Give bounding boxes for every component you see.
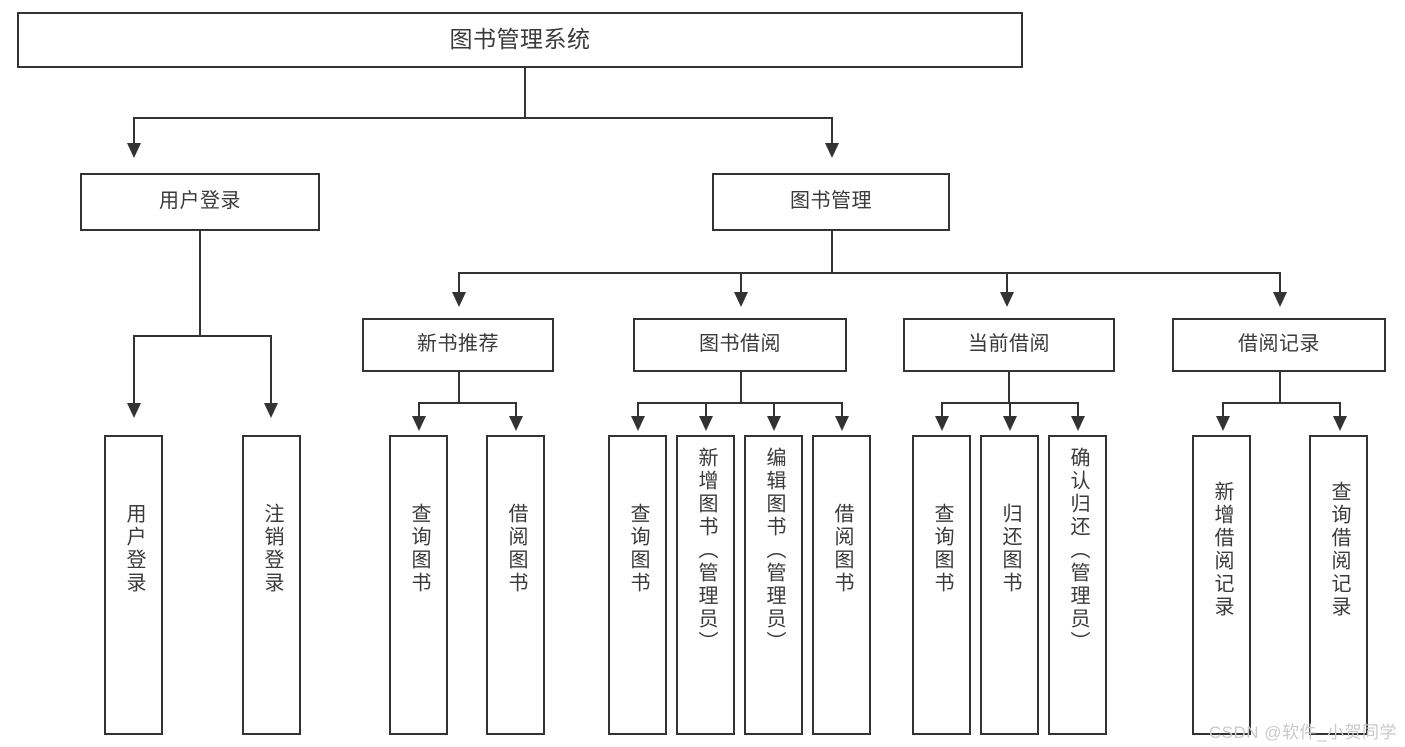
connector-bm-drop-3 [1006, 272, 1008, 294]
connector-root-stem [524, 68, 526, 117]
arrow-to-current-borrow [1000, 292, 1014, 307]
arrow-to-book-borrow [734, 292, 748, 307]
connector-br-drop-2 [1339, 402, 1341, 418]
arrow-to-leaf-bb-query-book [631, 416, 645, 431]
connector-cb-drop-1 [941, 402, 943, 418]
leaf-br-query-record[interactable]: 查询借阅记录 [1309, 435, 1368, 735]
connector-cb-stem [1008, 372, 1010, 402]
leaf-cb-query-book[interactable]: 查询图书 [912, 435, 971, 735]
node-label: 查询图书 [627, 503, 649, 595]
connector-bm-drop-1 [458, 272, 460, 294]
connector-br-drop-1 [1222, 402, 1224, 418]
leaf-br-add-record[interactable]: 新增借阅记录 [1192, 435, 1251, 735]
node-label: 图书管理 [790, 190, 872, 213]
leaf-bb-edit-book[interactable]: 编辑图书（管理员） [744, 435, 803, 735]
connector-user-login-stem [199, 231, 201, 335]
node-label: 查询图书 [408, 503, 430, 595]
node-label: 编辑图书（管理员） [763, 447, 785, 654]
arrow-to-leaf-rec-borrow-book [509, 416, 523, 431]
node-label: 借阅图书 [505, 503, 527, 595]
connector-book-manage-stem [831, 231, 833, 272]
arrow-to-leaf-user-logout [264, 403, 278, 418]
connector-user-login-bus [133, 335, 271, 337]
node-root-book-management-system[interactable]: 图书管理系统 [17, 12, 1023, 68]
node-user-login[interactable]: 用户登录 [80, 173, 320, 231]
connector-bb-drop-3 [773, 402, 775, 418]
leaf-user-logout[interactable]: 注销登录 [242, 435, 301, 735]
node-label: 用户登录 [159, 190, 241, 213]
connector-br-stem [1279, 372, 1281, 402]
node-book-borrow[interactable]: 图书借阅 [633, 318, 847, 372]
arrow-to-user-login [127, 143, 141, 158]
arrow-to-leaf-br-add-record [1216, 416, 1230, 431]
leaf-bb-query-book[interactable]: 查询图书 [608, 435, 667, 735]
connector-bm-drop-2 [740, 272, 742, 294]
connector-bb-drop-2 [705, 402, 707, 418]
node-label: 注销登录 [261, 503, 283, 595]
leaf-cb-confirm-return[interactable]: 确认归还（管理员） [1048, 435, 1107, 735]
connector-bm-drop-4 [1279, 272, 1281, 294]
leaf-user-login[interactable]: 用户登录 [104, 435, 163, 735]
arrow-to-leaf-user-login [127, 403, 141, 418]
node-new-book-recommend[interactable]: 新书推荐 [362, 318, 554, 372]
arrow-to-book-manage [825, 143, 839, 158]
arrow-to-leaf-cb-confirm-return [1071, 416, 1085, 431]
connector-cb-drop-2 [1009, 402, 1011, 418]
connector-root-bus [133, 117, 833, 119]
arrow-to-leaf-bb-borrow-book [835, 416, 849, 431]
arrow-to-leaf-cb-query-book [935, 416, 949, 431]
node-label: 归还图书 [999, 503, 1021, 595]
node-label: 确认归还（管理员） [1067, 447, 1089, 654]
node-label: 借阅图书 [831, 503, 853, 595]
connector-rec-drop-2 [515, 402, 517, 418]
connector-bb-drop-4 [841, 402, 843, 418]
node-current-borrow[interactable]: 当前借阅 [903, 318, 1115, 372]
connector-bb-bus [637, 402, 842, 404]
connector-book-manage-bus [458, 272, 1280, 274]
connector-rec-bus [418, 402, 516, 404]
leaf-bb-borrow-book[interactable]: 借阅图书 [812, 435, 871, 735]
connector-rec-drop-1 [418, 402, 420, 418]
arrow-to-leaf-bb-edit-book [767, 416, 781, 431]
connector-root-to-user-login [133, 117, 135, 145]
node-label: 新书推荐 [417, 333, 499, 356]
leaf-bb-add-book[interactable]: 新增图书（管理员） [676, 435, 735, 735]
node-label: 借阅记录 [1238, 333, 1320, 356]
arrow-to-borrow-record [1273, 292, 1287, 307]
arrow-to-leaf-cb-return-book [1003, 416, 1017, 431]
connector-br-bus [1222, 402, 1340, 404]
node-label: 新增图书（管理员） [695, 447, 717, 654]
leaf-cb-return-book[interactable]: 归还图书 [980, 435, 1039, 735]
node-book-manage[interactable]: 图书管理 [712, 173, 950, 231]
arrow-to-new-book-recommend [452, 292, 466, 307]
arrow-to-leaf-br-query-record [1333, 416, 1347, 431]
connector-rec-stem [458, 372, 460, 402]
node-label: 图书管理系统 [449, 26, 591, 53]
leaf-rec-query-book[interactable]: 查询图书 [389, 435, 448, 735]
node-label: 查询借阅记录 [1328, 481, 1350, 619]
node-label: 查询图书 [931, 503, 953, 595]
node-label: 当前借阅 [968, 333, 1050, 356]
node-label: 图书借阅 [699, 333, 781, 356]
node-label: 新增借阅记录 [1211, 481, 1233, 619]
leaf-rec-borrow-book[interactable]: 借阅图书 [486, 435, 545, 735]
node-borrow-record[interactable]: 借阅记录 [1172, 318, 1386, 372]
connector-root-to-book-manage [831, 117, 833, 145]
connector-cb-drop-3 [1077, 402, 1079, 418]
connector-bb-stem [740, 372, 742, 402]
connector-user-login-drop-1 [133, 335, 135, 405]
node-label: 用户登录 [123, 503, 145, 595]
arrow-to-leaf-rec-query-book [412, 416, 426, 431]
arrow-to-leaf-bb-add-book [699, 416, 713, 431]
connector-bb-drop-1 [637, 402, 639, 418]
connector-user-login-drop-2 [270, 335, 272, 405]
